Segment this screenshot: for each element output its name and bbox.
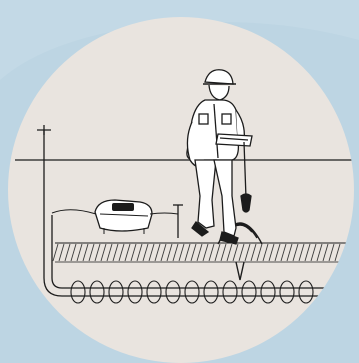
transmitter-unit	[95, 200, 152, 234]
illustration-disc	[8, 17, 354, 363]
